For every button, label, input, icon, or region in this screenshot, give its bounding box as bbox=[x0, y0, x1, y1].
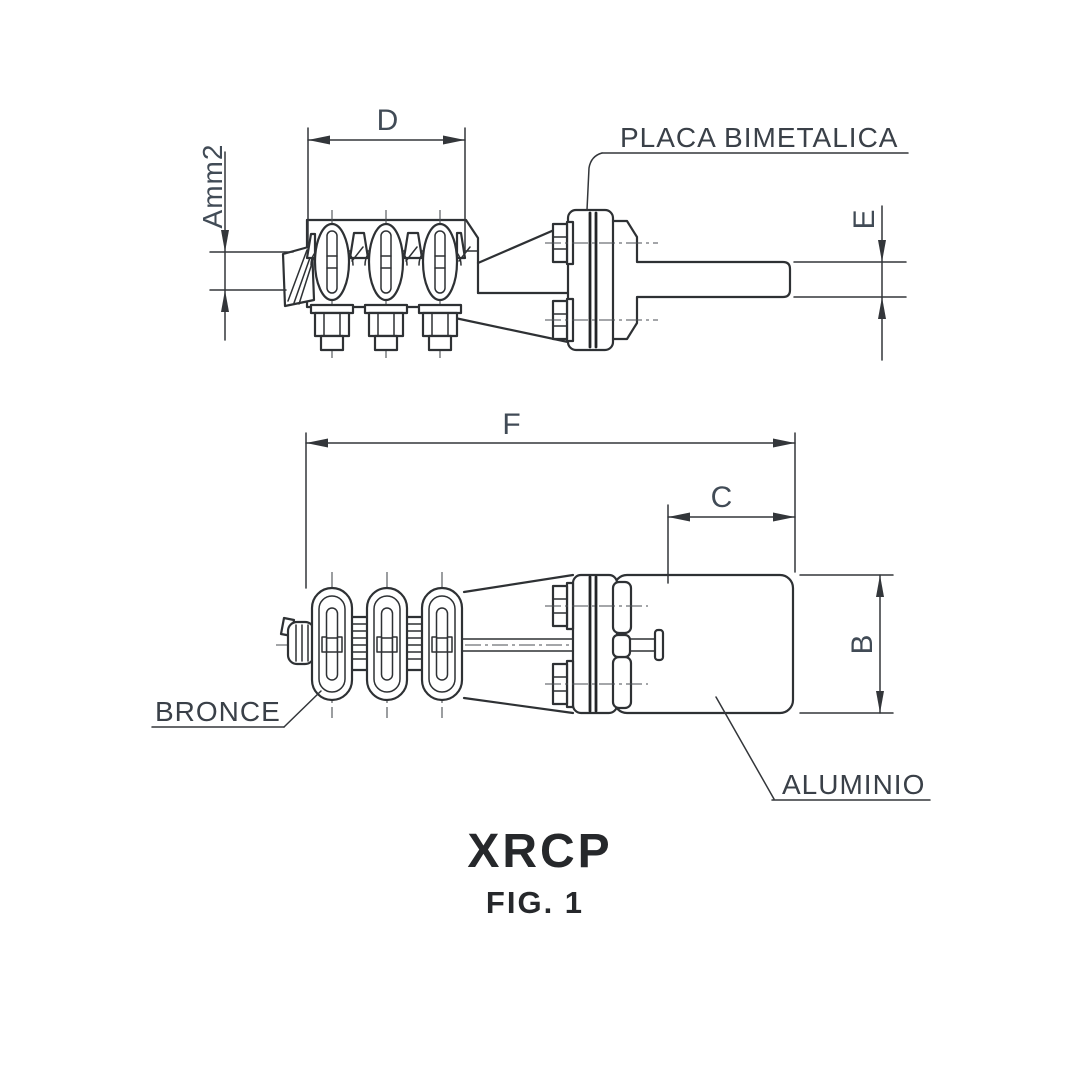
label-bronce: BRONCE bbox=[151, 690, 322, 728]
bronze-label: BRONCE bbox=[155, 696, 281, 727]
dimension-e: E bbox=[793, 205, 907, 361]
dimension-a: Amm2 bbox=[197, 144, 294, 341]
terminal-bar bbox=[637, 260, 792, 299]
clamp-oval-3 bbox=[420, 570, 464, 720]
figure-number: FIG. 1 bbox=[486, 885, 584, 920]
dim-label-f: F bbox=[502, 408, 521, 441]
label-placa-bimetalica: PLACA BIMETALICA bbox=[586, 122, 909, 211]
aluminum-label: ALUMINIO bbox=[782, 769, 925, 800]
dim-label-c: C bbox=[711, 481, 734, 514]
conductor-end-plan: <302" y1="625"/> bbox=[279, 616, 316, 666]
top-view bbox=[281, 208, 792, 360]
clamp-oval-1 bbox=[310, 570, 354, 720]
bimetal-plate-plan bbox=[571, 573, 633, 715]
dim-label-b: B bbox=[846, 633, 879, 654]
conductor-end-clamp bbox=[281, 244, 316, 308]
bottom-view: <302" y1="625"/> bbox=[276, 570, 795, 720]
dimension-d: D bbox=[307, 104, 466, 251]
dimension-c: C bbox=[667, 481, 796, 584]
eyebolt-2 bbox=[363, 208, 409, 360]
dim-label-e: E bbox=[848, 208, 881, 229]
bimetal-plate-side bbox=[566, 208, 639, 352]
dim-label-a: Amm2 bbox=[197, 144, 228, 229]
dim-label-d: D bbox=[377, 104, 400, 137]
eyebolt-1 bbox=[309, 208, 355, 360]
title-block: XRCP FIG. 1 bbox=[467, 825, 612, 920]
bimetal-plate-label: PLACA BIMETALICA bbox=[620, 122, 898, 153]
dimension-b: B bbox=[799, 574, 894, 714]
eyebolt-3 bbox=[417, 208, 463, 360]
product-code: XRCP bbox=[467, 825, 612, 878]
aluminum-barrel bbox=[612, 573, 795, 715]
clamp-oval-2 bbox=[365, 570, 409, 720]
center-pin bbox=[629, 628, 665, 662]
dimension-f: F bbox=[305, 408, 796, 589]
label-aluminio: ALUMINIO bbox=[715, 696, 931, 801]
